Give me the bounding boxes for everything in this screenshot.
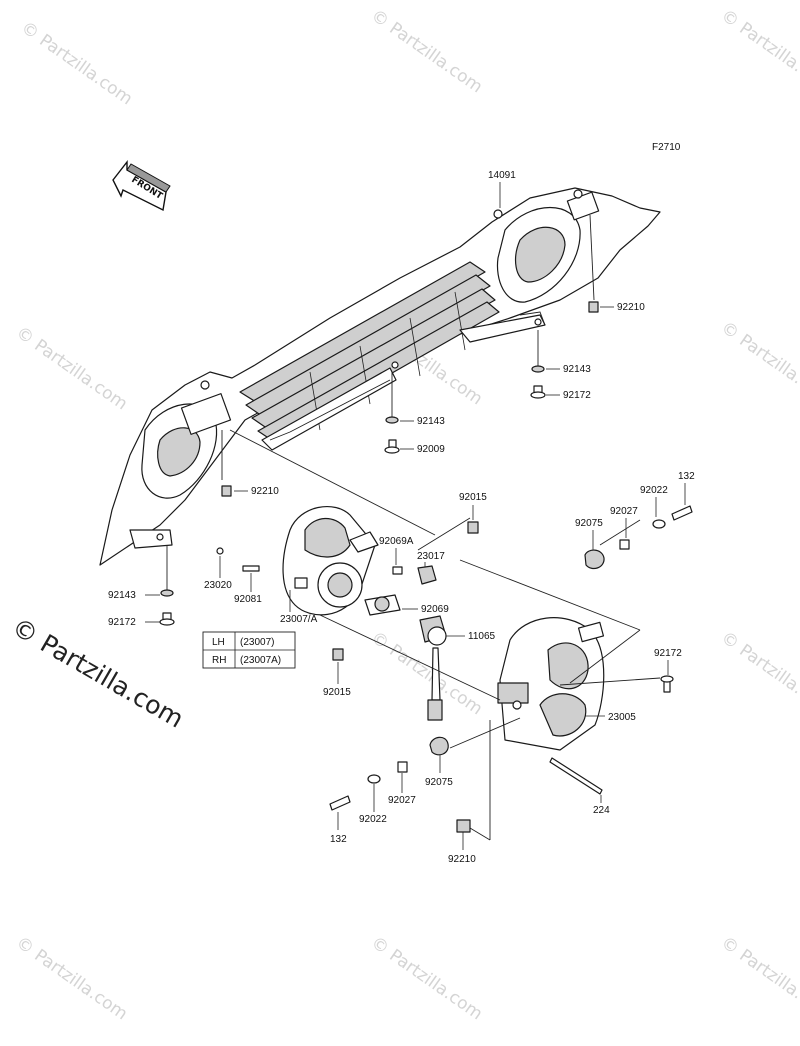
- watermark: © Partzilla.com: [717, 6, 800, 98]
- front-arrow-icon: FRONT: [112, 159, 171, 212]
- table-side-rh: RH: [212, 655, 226, 666]
- table-part-lh: (23007): [240, 637, 274, 648]
- part-label: 11065: [468, 631, 496, 642]
- part-label: 23017: [417, 551, 445, 562]
- part-label: 92172: [108, 617, 136, 628]
- part-label: 92022: [359, 814, 387, 825]
- part-label: 92015: [323, 687, 351, 698]
- part-label: 92075: [425, 777, 453, 788]
- fasteners-upper: [159, 301, 599, 626]
- part-label: 92009: [417, 444, 445, 455]
- leader-lines: [145, 182, 686, 850]
- part-label: 23007/A: [280, 614, 318, 625]
- part-label: 92210: [251, 486, 279, 497]
- part-label: 92210: [448, 854, 476, 865]
- watermark: © Partzilla.com: [717, 933, 800, 1025]
- watermark: © Partzilla.com: [367, 933, 486, 1025]
- part-label: 92027: [388, 795, 416, 806]
- headlight-assembly-23007: [216, 506, 479, 721]
- part-label: 14091: [488, 170, 516, 181]
- part-label: 224: [593, 805, 610, 816]
- guide-lines: [166, 214, 661, 841]
- part-label: 92210: [617, 302, 645, 313]
- part-label: 92081: [234, 594, 262, 605]
- watermark: © Partzilla.com: [17, 18, 136, 110]
- part-label: 92022: [640, 485, 668, 496]
- part-label: 92143: [563, 364, 591, 375]
- headlight-assembly-23005: [329, 505, 693, 833]
- watermark: © Partzilla.com: [717, 628, 800, 720]
- watermark: © Partzilla.com: [12, 933, 131, 1025]
- table-side-lh: LH: [212, 637, 225, 648]
- watermark: © Partzilla.com: [717, 318, 800, 410]
- part-labels: 14091 92210 92143 92172 92143 92009 9221…: [108, 170, 695, 865]
- table-part-rh: (23007A): [240, 655, 281, 666]
- part-label: 92143: [417, 416, 445, 427]
- part-label: 92172: [654, 648, 682, 659]
- part-label: 132: [678, 471, 695, 482]
- figure-code: F2710: [652, 142, 681, 153]
- variant-table: LH (23007) RH (23007A): [202, 631, 296, 669]
- part-label: 92069: [421, 604, 449, 615]
- part-label: 92143: [108, 590, 136, 601]
- watermark: © Partzilla.com: [367, 6, 486, 98]
- part-label: 23020: [204, 580, 232, 591]
- part-label: 92172: [563, 390, 591, 401]
- front-cover-14091: [99, 187, 661, 566]
- part-label: 132: [330, 834, 347, 845]
- watermark: © Partzilla.com: [12, 323, 131, 415]
- part-label: 92075: [575, 518, 603, 529]
- part-label: 92069A: [379, 536, 414, 547]
- part-label: 23005: [608, 712, 636, 723]
- part-label: 92015: [459, 492, 487, 503]
- part-label: 92027: [610, 506, 638, 517]
- watermark-large: © Partzilla.com: [7, 612, 189, 734]
